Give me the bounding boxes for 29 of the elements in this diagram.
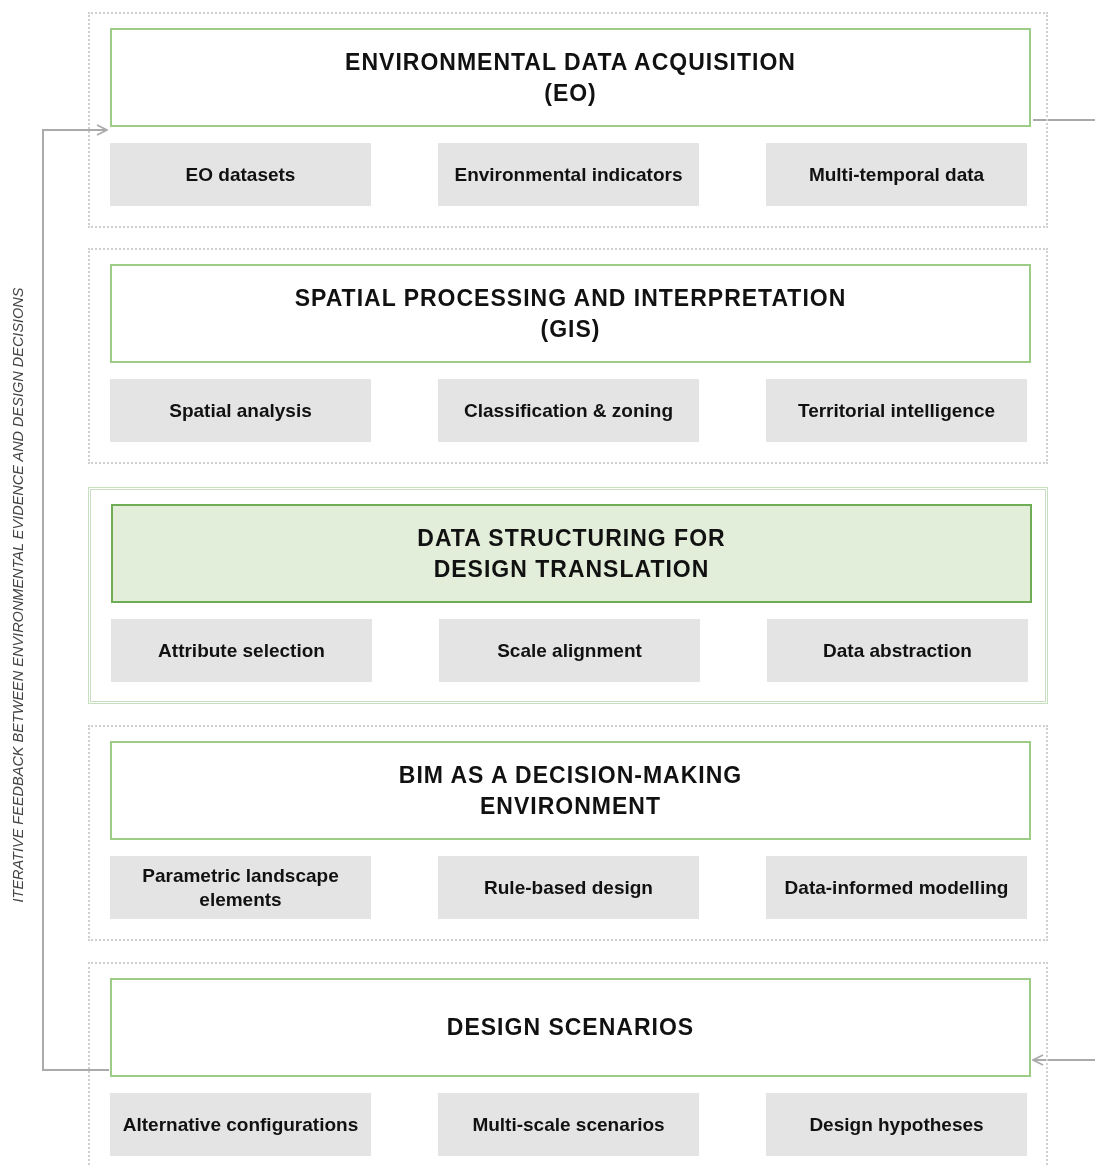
layer-panel <box>88 248 1048 464</box>
component-box: Environmental indicators <box>438 143 699 206</box>
component-box: EO datasets <box>110 143 371 206</box>
component-box: Spatial analysis <box>110 379 371 442</box>
layer-panel <box>88 487 1048 704</box>
connector-line <box>1032 119 1096 121</box>
component-box: Multi-scale scenarios <box>438 1093 699 1156</box>
feedback-arrow <box>1032 1054 1096 1066</box>
component-box: Rule-based design <box>438 856 699 919</box>
layer-panel <box>88 725 1048 941</box>
component-box: Data-informed modelling <box>766 856 1027 919</box>
layer-heading-box: SPATIAL PROCESSING AND INTERPRETATION (GIS) <box>110 264 1031 363</box>
component-box: Alternative configurations <box>110 1093 371 1156</box>
component-box: Parametric landscape elements <box>110 856 371 919</box>
feedback-arrow <box>42 124 110 1072</box>
component-box: Classification & zoning <box>438 379 699 442</box>
component-box: Territorial intelligence <box>766 379 1027 442</box>
component-box: Attribute selection <box>111 619 372 682</box>
component-box: Design hypotheses <box>766 1093 1027 1156</box>
layer-panel <box>88 12 1048 228</box>
side-caption: ITERATIVE FEEDBACK BETWEEN ENVIRONMENTAL EVIDENCE AND DESIGN DECISIONS <box>10 287 26 903</box>
layer-heading-box: DATA STRUCTURING FOR DESIGN TRANSLATION <box>111 504 1032 603</box>
component-box: Multi-temporal data <box>766 143 1027 206</box>
layer-heading-box: ENVIRONMENTAL DATA ACQUISITION (EO) <box>110 28 1031 127</box>
layer-heading-box: DESIGN SCENARIOS <box>110 978 1031 1077</box>
component-box: Scale alignment <box>439 619 700 682</box>
component-box: Data abstraction <box>767 619 1028 682</box>
layer-heading-box: BIM AS A DECISION-MAKING ENVIRONMENT <box>110 741 1031 840</box>
layer-panel <box>88 962 1048 1167</box>
